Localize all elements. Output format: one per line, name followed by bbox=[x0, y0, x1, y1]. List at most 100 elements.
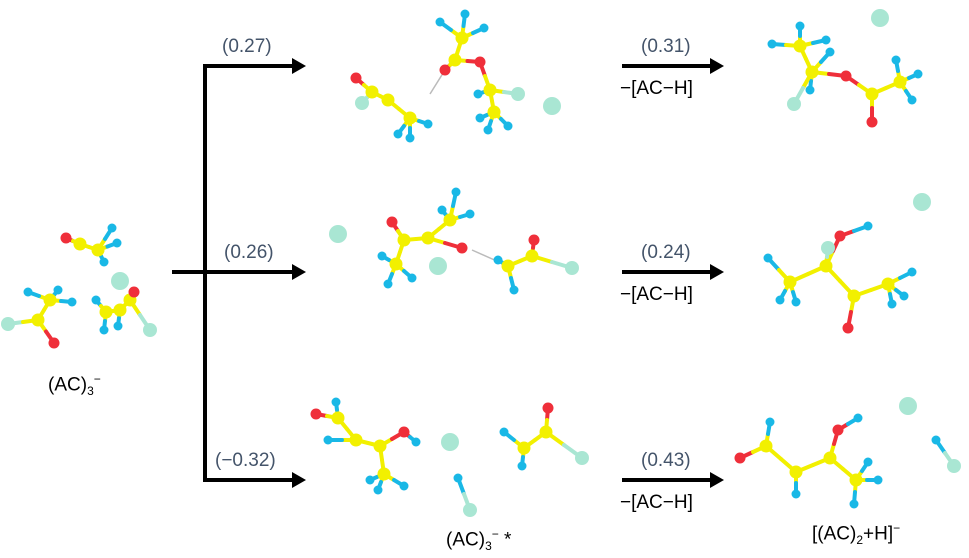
atom bbox=[1, 317, 15, 331]
atom bbox=[451, 187, 461, 197]
atom bbox=[113, 303, 127, 317]
halide-ion-atom bbox=[441, 433, 459, 451]
top-branch-arrowhead bbox=[292, 58, 306, 74]
atom bbox=[143, 323, 157, 337]
top-product-ion bbox=[871, 9, 889, 27]
atom bbox=[511, 87, 525, 101]
atom bbox=[99, 305, 113, 319]
middle-branch-arrowhead bbox=[292, 264, 306, 280]
atom bbox=[483, 83, 497, 97]
branch-tree bbox=[172, 58, 306, 488]
atom bbox=[310, 408, 322, 420]
atom bbox=[834, 230, 846, 242]
middle-step-loss: −[AC−H] bbox=[620, 284, 693, 305]
top-step-loss: −[AC−H] bbox=[620, 78, 693, 99]
atom bbox=[499, 427, 509, 437]
atom bbox=[767, 39, 777, 49]
atom bbox=[60, 232, 72, 244]
atom bbox=[509, 285, 519, 295]
start-species-label: (AC)3− bbox=[48, 372, 101, 399]
halide-ion-atom bbox=[871, 9, 889, 27]
atom bbox=[421, 231, 435, 245]
atom bbox=[448, 53, 462, 67]
loss-arrows bbox=[622, 58, 724, 488]
middle-intermediate-left bbox=[377, 187, 475, 289]
product-species-label: [(AC)2+H]− bbox=[812, 521, 901, 548]
atom bbox=[525, 249, 539, 263]
atom bbox=[787, 97, 801, 111]
atom bbox=[487, 105, 501, 119]
atom bbox=[517, 441, 531, 455]
atom bbox=[350, 72, 362, 84]
intermediate-species-label: (AC)3− * bbox=[446, 527, 512, 554]
atom bbox=[373, 439, 387, 453]
atom bbox=[539, 425, 553, 439]
atom bbox=[67, 297, 77, 307]
bottom-branch-arrowhead bbox=[292, 472, 306, 488]
atom bbox=[365, 475, 375, 485]
atom bbox=[775, 295, 785, 305]
halide-ion-atom bbox=[329, 225, 347, 243]
atom bbox=[331, 411, 345, 425]
start-ion bbox=[111, 272, 129, 290]
atom bbox=[456, 242, 468, 254]
atom bbox=[389, 257, 403, 271]
atom bbox=[842, 322, 854, 334]
middle-product-ion bbox=[913, 193, 931, 211]
atom bbox=[734, 452, 746, 464]
atom bbox=[821, 35, 831, 45]
bottom-intermediate-left bbox=[310, 397, 421, 495]
atom bbox=[99, 257, 109, 267]
atom bbox=[881, 277, 895, 291]
atom bbox=[795, 21, 805, 31]
atom bbox=[405, 133, 415, 143]
atom bbox=[73, 237, 87, 251]
middle-loss-arrowhead bbox=[710, 264, 724, 280]
atom bbox=[113, 321, 123, 331]
atom bbox=[439, 64, 451, 76]
atom bbox=[53, 285, 63, 295]
middle-step-energy: (0.24) bbox=[641, 242, 691, 263]
atom bbox=[479, 23, 489, 33]
bottom-product-ion bbox=[899, 397, 917, 415]
atom bbox=[355, 96, 369, 110]
atom bbox=[907, 95, 917, 105]
middle-product bbox=[763, 221, 917, 334]
atom bbox=[789, 465, 803, 479]
top-step-energy: (0.31) bbox=[641, 36, 691, 57]
atom bbox=[398, 426, 410, 438]
atom bbox=[565, 261, 579, 275]
atom bbox=[411, 437, 421, 447]
atom bbox=[832, 424, 844, 436]
atom bbox=[91, 295, 101, 305]
middle-intermediate-right bbox=[471, 234, 579, 295]
atom bbox=[847, 289, 861, 303]
atom bbox=[793, 39, 807, 53]
atom bbox=[399, 481, 409, 491]
atom bbox=[474, 56, 486, 68]
atom bbox=[899, 291, 909, 301]
atom bbox=[107, 223, 117, 233]
atom bbox=[349, 433, 363, 447]
bottom-loss-arrowhead bbox=[710, 472, 724, 488]
atom bbox=[819, 259, 833, 273]
atom bbox=[393, 129, 403, 139]
atom bbox=[853, 413, 863, 423]
middle-branch-energy: (0.26) bbox=[224, 242, 274, 263]
atom bbox=[453, 473, 463, 483]
molecules bbox=[1, 9, 961, 517]
atom bbox=[823, 451, 837, 465]
atom bbox=[365, 85, 379, 99]
atom bbox=[913, 69, 923, 79]
atom bbox=[493, 255, 503, 265]
atom bbox=[517, 461, 527, 471]
bottom-step-energy: (0.43) bbox=[641, 450, 691, 471]
atom bbox=[91, 243, 105, 257]
start-molecule-3 bbox=[91, 286, 157, 337]
top-intermediate-ion bbox=[543, 97, 561, 115]
atom bbox=[805, 65, 819, 79]
start-molecule-2 bbox=[1, 285, 77, 349]
atom bbox=[503, 121, 513, 131]
halide-ion-atom bbox=[899, 397, 917, 415]
